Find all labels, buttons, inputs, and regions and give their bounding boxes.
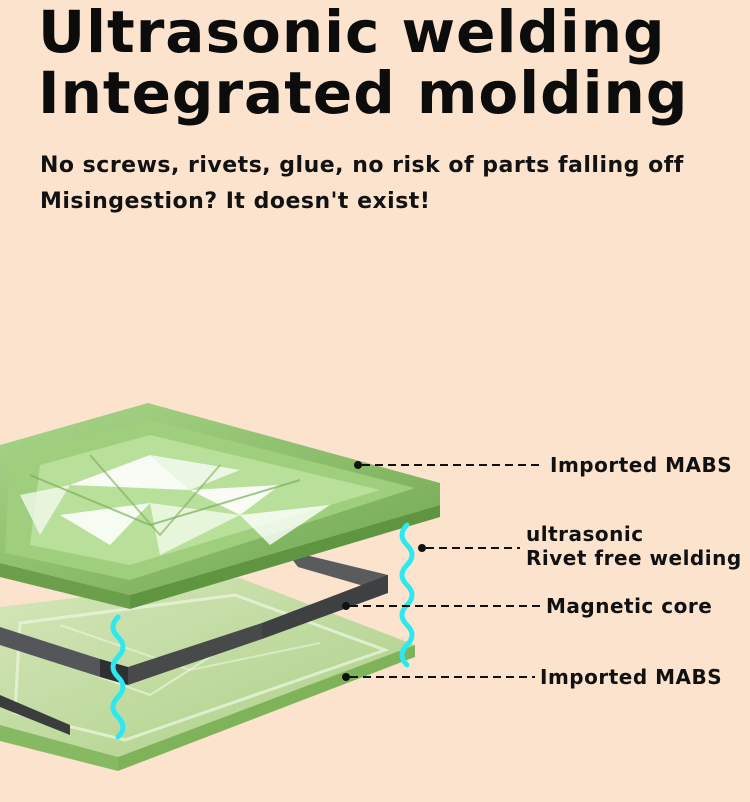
callout-top-layer: Imported MABS bbox=[550, 453, 733, 477]
magnetic-core bbox=[0, 550, 388, 735]
subheadline: No screws, rivets, glue, no risk of part… bbox=[40, 148, 684, 220]
headline-line-1: Ultrasonic welding bbox=[38, 0, 666, 66]
subheadline-line-2: Misingestion? It doesn't exist! bbox=[40, 189, 431, 214]
leader-lines bbox=[342, 461, 543, 681]
callout-magnetic-core: Magnetic core bbox=[546, 594, 713, 618]
ultrasonic-weld-waves bbox=[110, 522, 415, 740]
top-abs-plate bbox=[0, 403, 440, 609]
headline-line-2: Integrated molding bbox=[38, 59, 689, 127]
headline: Ultrasonic welding Integrated molding bbox=[38, 2, 688, 124]
subheadline-line-1: No screws, rivets, glue, no risk of part… bbox=[40, 153, 684, 178]
callout-welding-line-2: Rivet free welding bbox=[526, 546, 742, 570]
callout-bottom-layer: Imported MABS bbox=[540, 665, 723, 689]
callout-welding-line-1: ultrasonic bbox=[526, 522, 644, 546]
exploded-layer-diagram bbox=[0, 403, 543, 771]
